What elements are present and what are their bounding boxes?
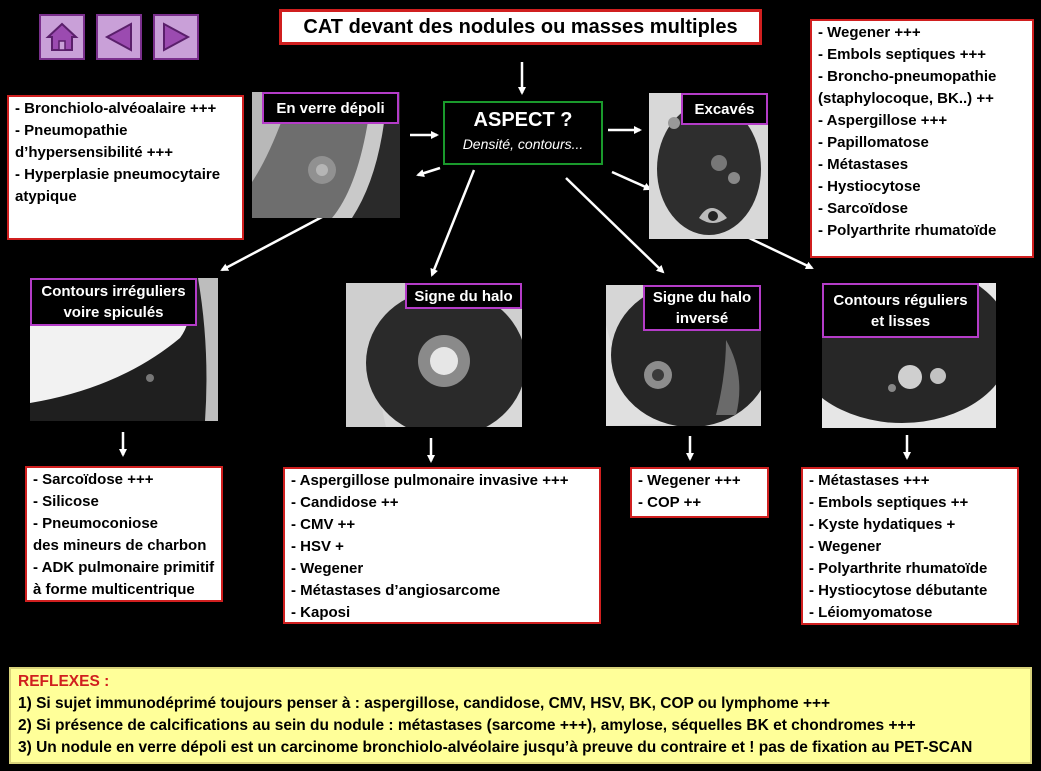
cause-item: - ADK pulmonaire primitif [33,559,215,576]
reguliers-causes: - Métastases +++ - Embols septiques ++ -… [801,467,1019,625]
cause-item: - Pneumoconiose [33,515,159,532]
aspect-box: ASPECT ? Densité, contours... [443,101,603,165]
label-text: En verre dépoli [276,99,385,117]
cause-item: - Sarcoïdose +++ [33,471,154,488]
cause-item: - Wegener [809,538,882,555]
reflexes-heading: REFLEXES : [18,673,110,690]
cause-item: - Métastases +++ [809,472,930,489]
cause-item: - Aspergillose pulmonaire invasive +++ [291,472,569,489]
excaves-causes: - Wegener +++ - Embols septiques +++ - B… [810,19,1034,258]
cause-item: - COP ++ [638,494,702,511]
aspect-subtitle: Densité, contours... [462,136,584,152]
cause-item: - Candidose ++ [291,494,399,511]
cause-item: - Wegener [291,560,364,577]
ct-excaves-image [649,93,768,239]
cause-item: atypique [15,188,77,205]
label-verre-depoli: En verre dépoli [262,92,399,124]
halo-causes: - Aspergillose pulmonaire invasive +++ -… [283,467,601,624]
cause-item: - Métastases d’angiosarcome [291,582,501,599]
label-halo-inverse: Signe du halo inversé [643,285,761,331]
forward-button[interactable] [153,14,199,60]
reflex-line: 3) Un nodule en verre dépoli est un carc… [18,739,973,756]
cause-item: (staphylocoque, BK..) ++ [818,90,994,107]
cause-item: - Wegener +++ [638,472,741,489]
cause-item: - Hyperplasie pneumocytaire [15,166,221,183]
label-text: Excavés [694,100,755,118]
cause-item: à forme multicentrique [33,581,195,598]
cause-item: - Bronchiolo-alvéoalaire +++ [15,100,217,117]
cause-item: - Embols septiques ++ [809,494,969,511]
home-button[interactable] [39,14,85,60]
reflexes-box: REFLEXES : 1) Si sujet immunodéprimé tou… [9,667,1032,764]
cause-item: - Pneumopathie [15,122,128,139]
cause-item: d’hypersensibilité +++ [15,144,173,161]
label-reguliers: Contours réguliers et lisses [822,283,979,338]
label-irreguliers: Contours irréguliers voire spiculés [30,278,197,326]
cause-item: - Embols septiques +++ [818,46,986,63]
halo-inverse-causes: - Wegener +++ - COP ++ [630,467,769,518]
label-excaves: Excavés [681,93,768,125]
triangle-left-icon [104,22,132,52]
label-text: inversé [675,310,729,327]
label-text: Signe du halo [652,289,752,306]
label-halo: Signe du halo [405,283,522,309]
cause-item: des mineurs de charbon [33,537,207,554]
aspect-title: ASPECT ? [473,109,573,131]
cause-item: - Polyarthrite rhumatoïde [818,222,997,239]
triangle-right-icon [163,22,191,52]
cause-item: - CMV ++ [291,516,356,533]
cause-item: - Wegener +++ [818,24,921,41]
cause-item: - Broncho-pneumopathie [818,68,997,85]
cause-item: - Aspergillose +++ [818,112,948,129]
arrow-stub-right [611,170,652,191]
cause-item: - Hystiocytose débutante [809,582,988,599]
label-text: Contours réguliers [833,291,968,309]
cause-item: - Kyste hydatiques + [809,516,956,533]
cause-item: - Hystiocytose [818,178,921,195]
reflex-line: 2) Si présence de calcifications au sein… [18,717,916,734]
label-text: et lisses [870,312,931,330]
cause-item: - Kaposi [291,604,351,621]
arrow-to-halo-inverse [565,177,665,274]
back-button[interactable] [96,14,142,60]
irreguliers-causes: - Sarcoïdose +++ - Silicose - Pneumoconi… [25,466,223,602]
arrow-stub-left [416,166,441,177]
cause-item: - Silicose [33,493,99,510]
cause-item: - Polyarthrite rhumatoïde [809,560,988,577]
page-title: CAT devant des nodules ou masses multipl… [279,9,762,45]
cause-item: - Sarcoïdose [818,200,909,217]
cause-item: - Papillomatose [818,134,929,151]
cause-item: - HSV + [291,538,344,555]
label-text: Signe du halo [414,287,513,305]
label-text: Contours irréguliers [41,283,186,300]
home-icon [45,22,79,51]
reflex-line: 1) Si sujet immunodéprimé toujours pense… [18,695,831,712]
cause-item: - Métastases [818,156,909,173]
verre-depoli-causes: - Bronchiolo-alvéoalaire +++ - Pneumopat… [7,95,244,240]
label-text: voire spiculés [63,304,164,321]
arrow-to-halo [430,169,476,277]
cause-item: - Léiomyomatose [809,604,933,621]
